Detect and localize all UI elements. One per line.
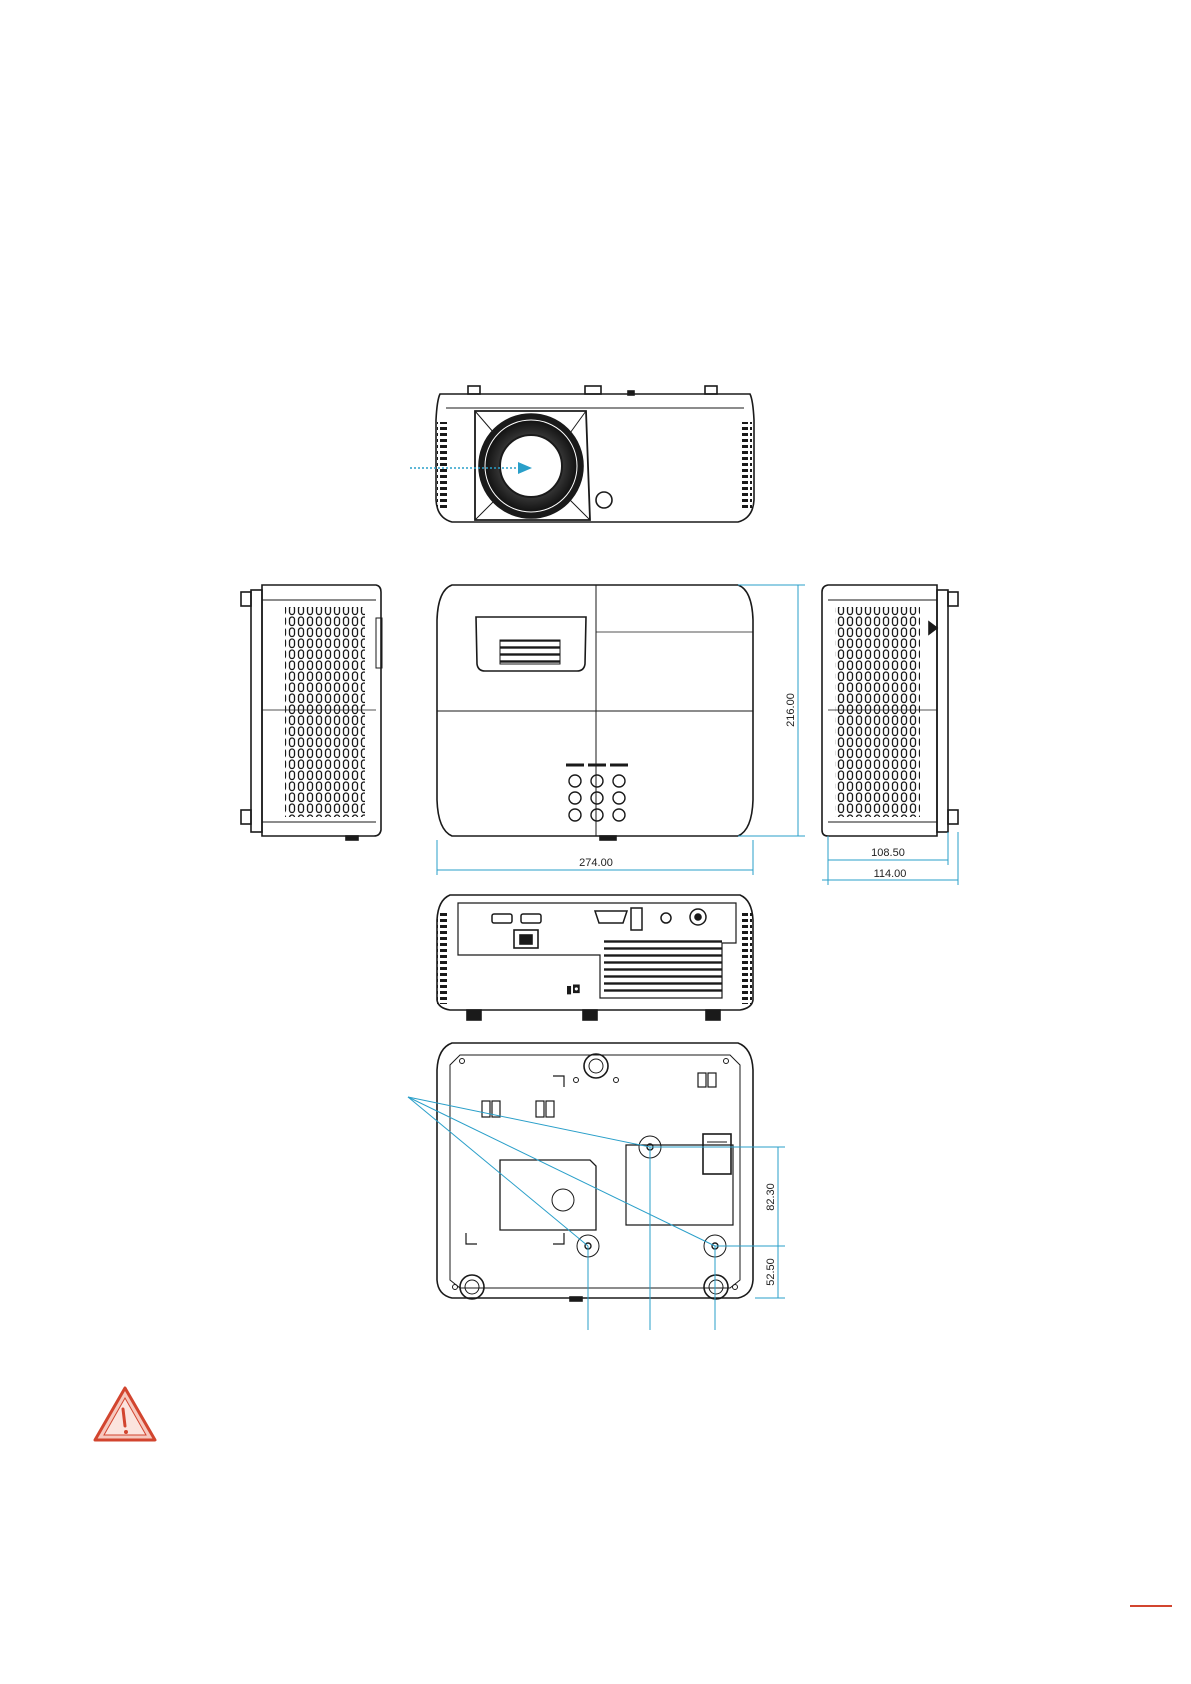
foot-bottom-left [460, 1275, 484, 1299]
kensington-lock-icon: ▮◘ [566, 983, 581, 996]
dimension-side-total-height: 114.00 [874, 868, 907, 880]
focus-ring [500, 640, 560, 664]
usb-port [631, 908, 642, 930]
rear-right-slits [742, 912, 752, 1004]
right-side-view [822, 585, 958, 836]
rear-exhaust-vent [604, 940, 722, 995]
top-view [437, 585, 753, 840]
keypad [566, 765, 628, 821]
audio-jack [661, 913, 671, 923]
left-side-view [241, 585, 382, 840]
rear-view: ▮◘ [437, 895, 753, 1020]
front-right-slits [742, 422, 752, 510]
vga-port [595, 911, 627, 923]
dimension-front-width: 274.00 [579, 857, 613, 869]
foot-bottom-right [704, 1275, 728, 1299]
footer-accent-rule [1130, 1605, 1172, 1607]
lens-glass [500, 435, 562, 497]
dimension-mount-offset: 52.50 [765, 1258, 777, 1286]
bottom-view [437, 1043, 753, 1301]
hdmi-port-2 [521, 914, 541, 923]
dimension-mount-spacing: 82.30 [765, 1183, 777, 1211]
dimension-top-depth: 216.00 [785, 693, 797, 727]
ir-sensor [596, 492, 612, 508]
front-left-slits [437, 422, 447, 510]
warning-triangle-icon [95, 1388, 155, 1440]
front-view [436, 386, 754, 522]
hdmi-port-1 [492, 914, 512, 923]
foot-top [584, 1054, 608, 1078]
dimension-side-body-height: 108.50 [871, 847, 905, 859]
rear-left-slits [437, 912, 447, 1004]
